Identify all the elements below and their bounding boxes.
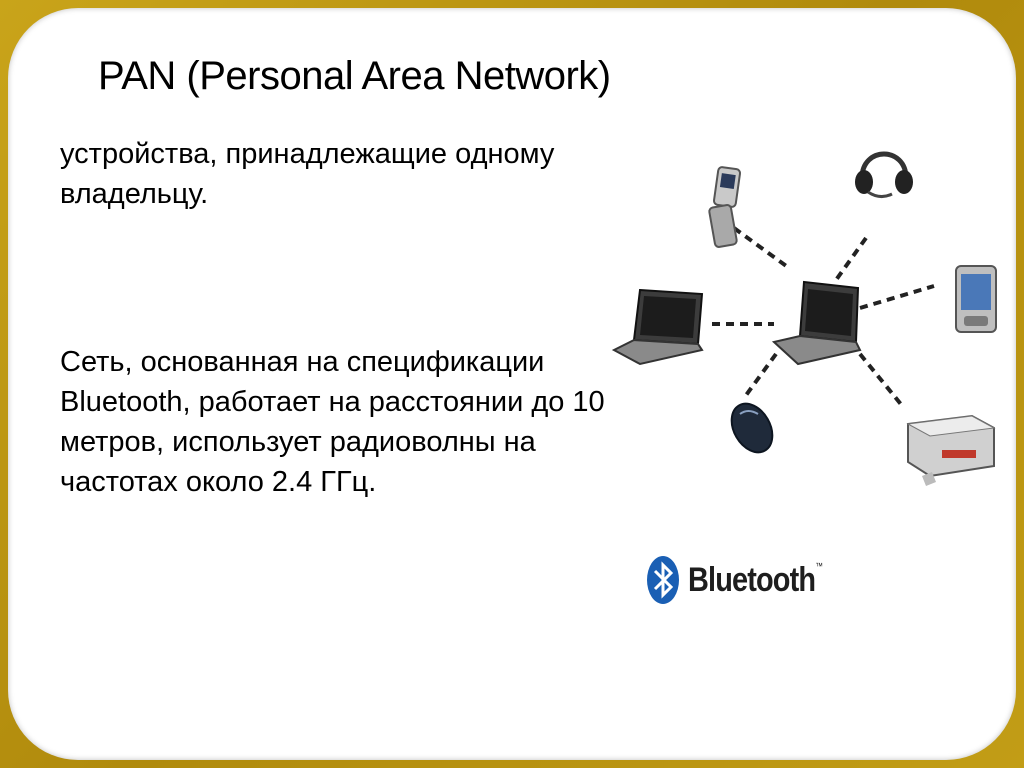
- laptop-icon: [611, 288, 704, 366]
- mouse-icon: [730, 402, 774, 454]
- phone-icon: [708, 166, 742, 248]
- bluetooth-wordmark: Bluetooth™: [688, 560, 823, 599]
- laptop-icon: [771, 280, 862, 366]
- slide-title: PAN (Personal Area Network): [98, 54, 611, 98]
- slide: PAN (Personal Area Network) устройства, …: [8, 8, 1016, 760]
- paragraph-owner: устройства, принадлежащие одному владель…: [60, 138, 555, 210]
- paragraph-bluetooth: Сеть, основанная на спецификации Bluetoo…: [60, 346, 605, 498]
- connection-lines: [712, 226, 935, 410]
- printer-icon: [906, 414, 996, 486]
- bluetooth-icon: [647, 556, 679, 604]
- pda-icon: [955, 265, 997, 333]
- headset-icon: [855, 151, 913, 199]
- bluetooth-logo: Bluetooth™: [646, 552, 846, 608]
- network-diagram: [611, 151, 997, 486]
